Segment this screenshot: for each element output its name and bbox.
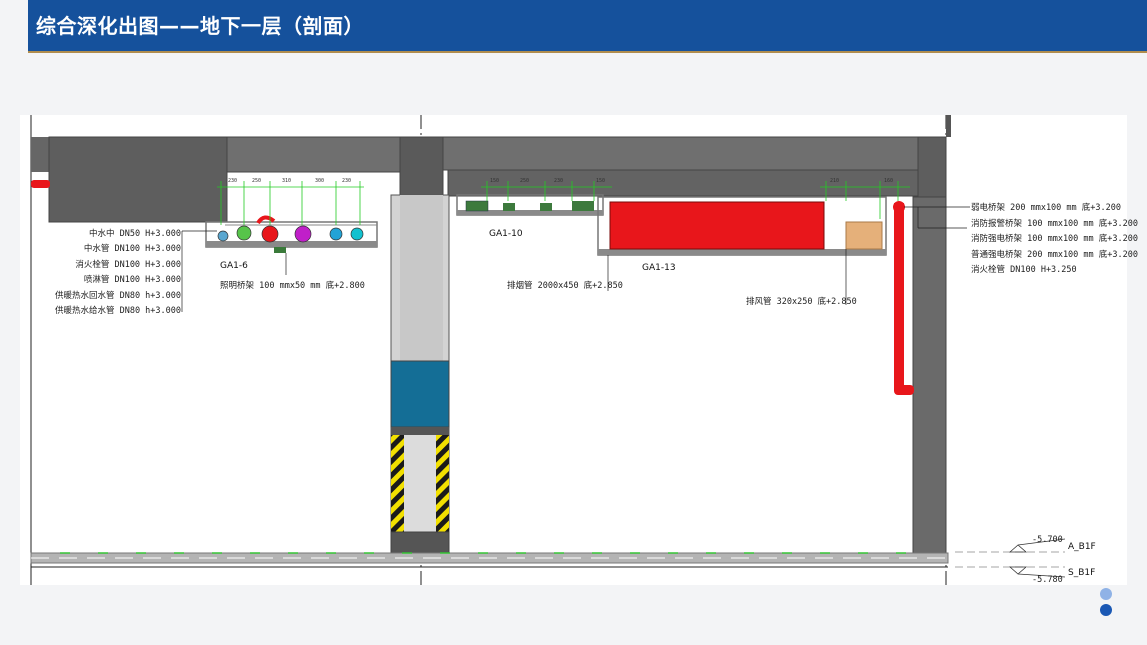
tag-ga1-10: GA1-10 (489, 229, 523, 239)
right-labels: 弱电桥架 200 mmx100 mm 底+3.200 消防报警桥架 100 mm… (971, 202, 1138, 275)
tray-ga1-10 (456, 194, 604, 216)
tag-ga1-6: GA1-6 (220, 261, 248, 271)
level-a-elevation: -5.700 (1032, 535, 1063, 545)
tag-ga1-13: GA1-13 (642, 263, 676, 273)
level-s-name: S_B1F (1068, 568, 1095, 578)
svg-text:普通强电桥架 200 mmx100 mm 底+3.200: 普通强电桥架 200 mmx100 mm 底+3.200 (971, 249, 1138, 260)
column-shaft (390, 194, 450, 554)
left-pipe-labels: 中水中 DN50 H+3.000 中水管 DN100 H+3.000 消火栓管 … (55, 228, 181, 316)
svg-text:230: 230 (342, 178, 351, 184)
svg-text:喷淋管 DN100 H+3.000: 喷淋管 DN100 H+3.000 (84, 274, 181, 285)
svg-text:供暖热水给水管 DN80 h+3.000: 供暖热水给水管 DN80 h+3.000 (55, 305, 181, 316)
svg-text:210: 210 (830, 178, 839, 184)
callout-exhaust-duct: 排风管 320x250 底+2.850 (746, 296, 857, 307)
svg-text:消防强电桥架 100 mmx100 mm 底+3.200: 消防强电桥架 100 mmx100 mm 底+3.200 (971, 233, 1138, 244)
pipe-reclaimed-water-dn50 (217, 230, 229, 242)
pipe-heating-supply-dn80 (350, 227, 364, 241)
svg-text:250: 250 (252, 178, 261, 184)
ceiling-slab (31, 115, 951, 223)
svg-text:消火栓管 DN100 H+3.250: 消火栓管 DN100 H+3.250 (971, 264, 1077, 275)
page-title: 综合深化出图——地下一层（剖面） (36, 14, 364, 38)
right-wall (912, 196, 947, 554)
left-fire-pipe (31, 180, 50, 188)
page-dot-inactive[interactable] (1100, 588, 1112, 600)
svg-text:弱电桥架 200 mmx100 mm 底+3.200: 弱电桥架 200 mmx100 mm 底+3.200 (971, 202, 1121, 213)
pipe-heating-return-dn80 (329, 227, 343, 241)
svg-text:250: 250 (520, 178, 529, 184)
pipe-sprinkler-dn100 (294, 225, 312, 243)
callout-leaders (285, 206, 970, 305)
page-dot-active[interactable] (1100, 604, 1112, 616)
svg-text:230: 230 (554, 178, 563, 184)
svg-text:中水管 DN100 H+3.000: 中水管 DN100 H+3.000 (84, 243, 181, 254)
svg-text:150: 150 (596, 178, 605, 184)
svg-text:消火栓管 DN100 H+3.000: 消火栓管 DN100 H+3.000 (75, 259, 181, 270)
svg-text:160: 160 (884, 178, 893, 184)
floor-slab (30, 552, 949, 564)
tray-ga1-6 (205, 215, 378, 253)
section-drawing: 230 250 310 300 230 150 250 230 150 210 … (20, 115, 1138, 585)
lighting-tray (274, 247, 286, 253)
pipe-reclaimed-water-dn100 (236, 225, 252, 241)
svg-text:230: 230 (228, 178, 237, 184)
svg-text:中水中 DN50 H+3.000: 中水中 DN50 H+3.000 (89, 228, 181, 239)
svg-text:310: 310 (282, 178, 291, 184)
page-indicator[interactable] (1099, 586, 1113, 618)
svg-text:150: 150 (490, 178, 499, 184)
tray-ga1-13 (597, 196, 887, 256)
callout-lighting-tray: 照明桥架 100 mmx50 mm 底+2.800 (220, 280, 365, 291)
svg-text:供暖热水回水管 DN80 h+3.000: 供暖热水回水管 DN80 h+3.000 (55, 290, 181, 301)
dimension-values: 230 250 310 300 230 150 250 230 150 210 … (228, 178, 893, 184)
page-header: 综合深化出图——地下一层（剖面） (28, 0, 1147, 53)
level-a-name: A_B1F (1068, 542, 1096, 552)
left-leader (181, 230, 217, 312)
svg-text:300: 300 (315, 178, 324, 184)
pipe-hydrant-dn100 (261, 225, 279, 243)
dimension-lines (217, 181, 910, 225)
callout-smoke-duct: 排烟管 2000x450 底+2.850 (507, 280, 623, 291)
exhaust-air-duct (845, 221, 883, 250)
level-markers: -5.700 A_B1F -5.780 S_B1F (955, 535, 1096, 585)
smoke-exhaust-duct (609, 201, 825, 250)
svg-text:消防报警桥架 100 mmx100 mm 底+3.200: 消防报警桥架 100 mmx100 mm 底+3.200 (971, 218, 1138, 229)
level-s-elevation: -5.780 (1032, 575, 1063, 585)
hydrant-riser (893, 201, 914, 395)
